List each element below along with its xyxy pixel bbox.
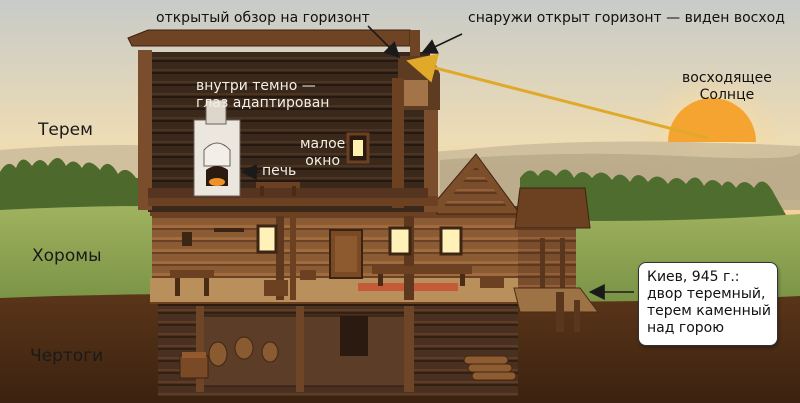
level-label-chertogi: Чертоги — [30, 346, 104, 366]
annotation-small-window-line2: окно — [305, 153, 341, 169]
annotation-inside-dark-line1: внутри темно — — [196, 78, 316, 94]
sun — [668, 98, 756, 142]
level-label-terem: Терем — [38, 120, 93, 140]
annotation-inside-dark: внутри темно — глаз адаптирован — [196, 78, 329, 112]
callout-line-3: терем каменный — [647, 303, 771, 319]
annotation-inside-dark-line2: глаз адаптирован — [196, 95, 330, 111]
annotation-rising-sun-line1: восходящее — [682, 70, 772, 86]
annotation-small-window-line1: малое — [300, 136, 346, 152]
callout-line-2: двор теремный, — [647, 286, 766, 302]
annotation-open-view: открытый обзор на горизонт — [156, 10, 370, 26]
level-label-khoromy: Хоромы — [32, 246, 102, 266]
annotation-rising-sun-line2: Солнце — [699, 87, 755, 103]
annotation-outside-view: снаружи открыт горизонт — виден восход — [468, 10, 785, 26]
callout-line-4: над горою — [647, 320, 725, 336]
annotation-small-window: малое окно — [300, 136, 345, 170]
callout-kiev: Киев, 945 г.: двор теремный, терем камен… — [638, 262, 778, 346]
annotation-rising-sun: восходящее Солнце — [682, 70, 772, 104]
callout-line-1: Киев, 945 г.: — [647, 269, 740, 285]
annotation-stove: печь — [262, 163, 297, 179]
